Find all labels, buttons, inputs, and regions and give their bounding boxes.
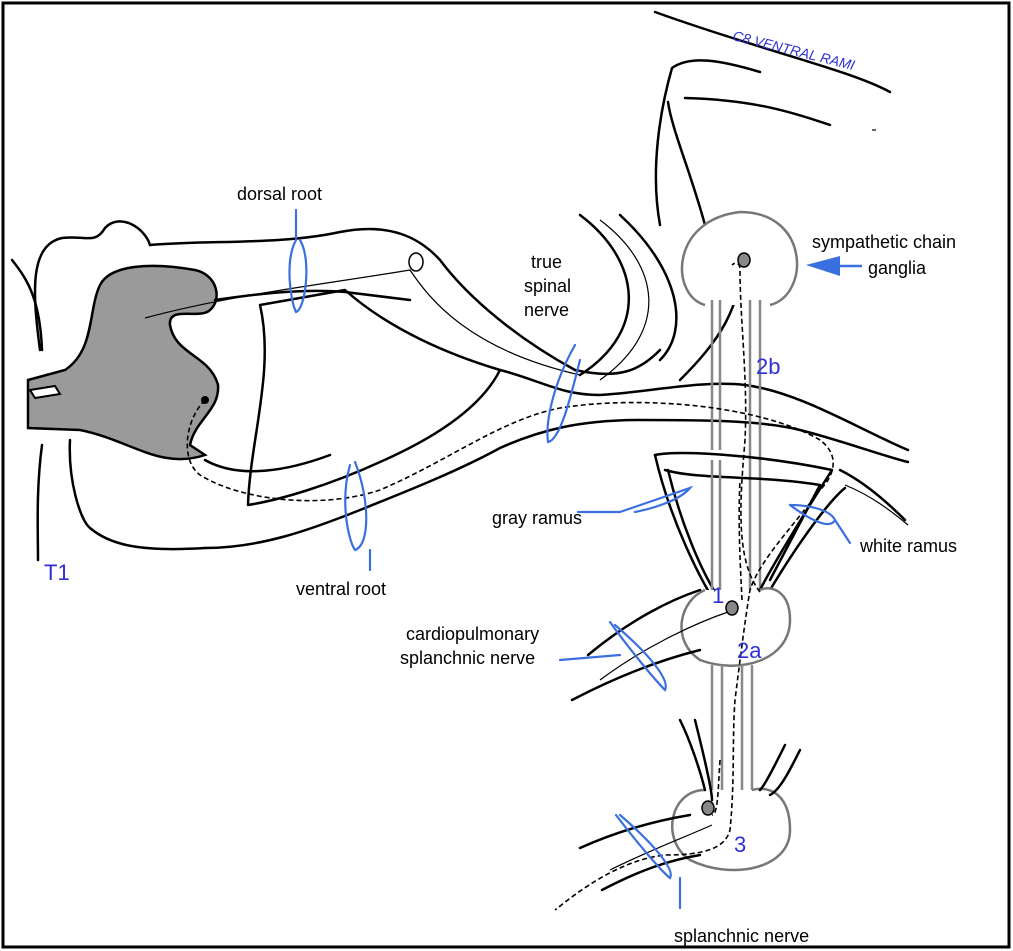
border bbox=[3, 3, 1009, 947]
t1-label: T1 bbox=[44, 560, 70, 585]
true-spinal-nerve-label-2: spinal bbox=[524, 276, 571, 296]
dorsal-root-ganglion-cell bbox=[409, 253, 423, 271]
true-spinal-nerve-label-3: nerve bbox=[524, 300, 569, 320]
dorsal-root-label: dorsal root bbox=[237, 184, 322, 204]
sympathetic-chain-label-1: sympathetic chain bbox=[812, 232, 956, 252]
gray-ramus-label: gray ramus bbox=[492, 508, 582, 528]
splanchnic-nerve-label: splanchnic nerve bbox=[674, 926, 809, 946]
true-spinal-nerve-label-1: true bbox=[531, 252, 562, 272]
number-1: 1 bbox=[712, 583, 724, 608]
cardiopulmonary-label-1: cardiopulmonary bbox=[406, 624, 539, 644]
number-2b: 2b bbox=[756, 354, 780, 379]
number-2a: 2a bbox=[737, 638, 762, 663]
middle-ganglion-cell bbox=[726, 601, 738, 615]
lower-ganglion-cell bbox=[702, 801, 714, 815]
white-ramus-label: white ramus bbox=[859, 536, 957, 556]
sympathetic-chain-label-2: ganglia bbox=[868, 258, 927, 278]
number-3: 3 bbox=[734, 832, 746, 857]
ventral-root-label: ventral root bbox=[296, 579, 386, 599]
cardiopulmonary-label-2: splanchnic nerve bbox=[400, 648, 535, 668]
